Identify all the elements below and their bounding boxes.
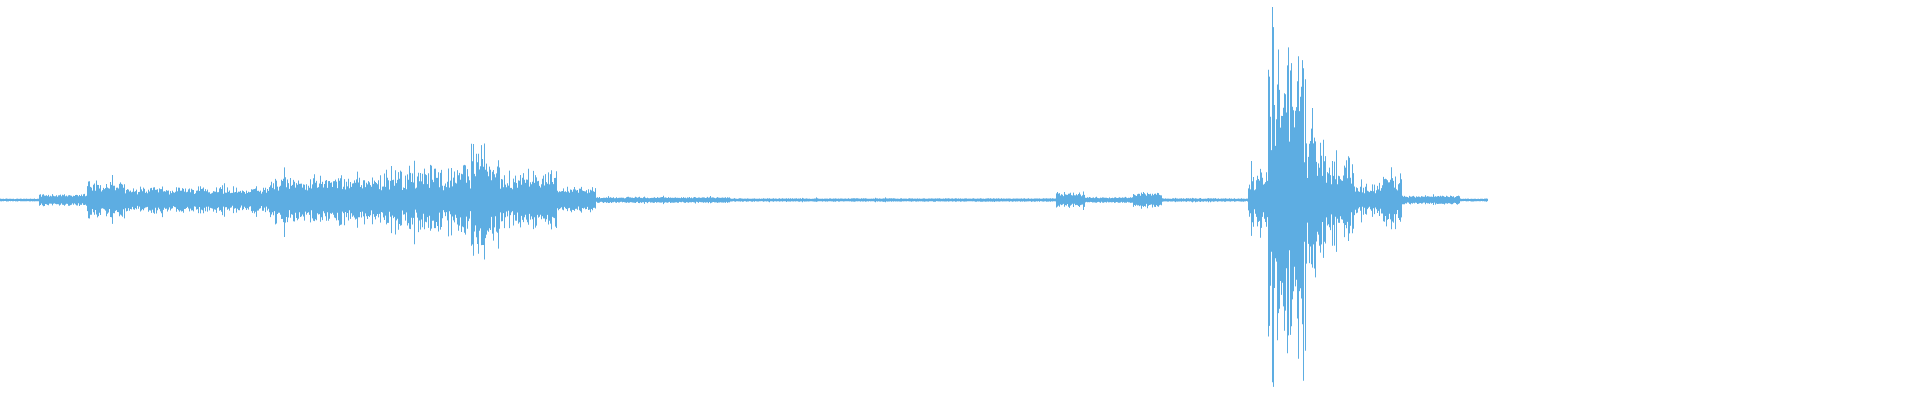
waveform-lines: [0, 7, 1488, 387]
waveform-path: [0, 7, 1488, 387]
